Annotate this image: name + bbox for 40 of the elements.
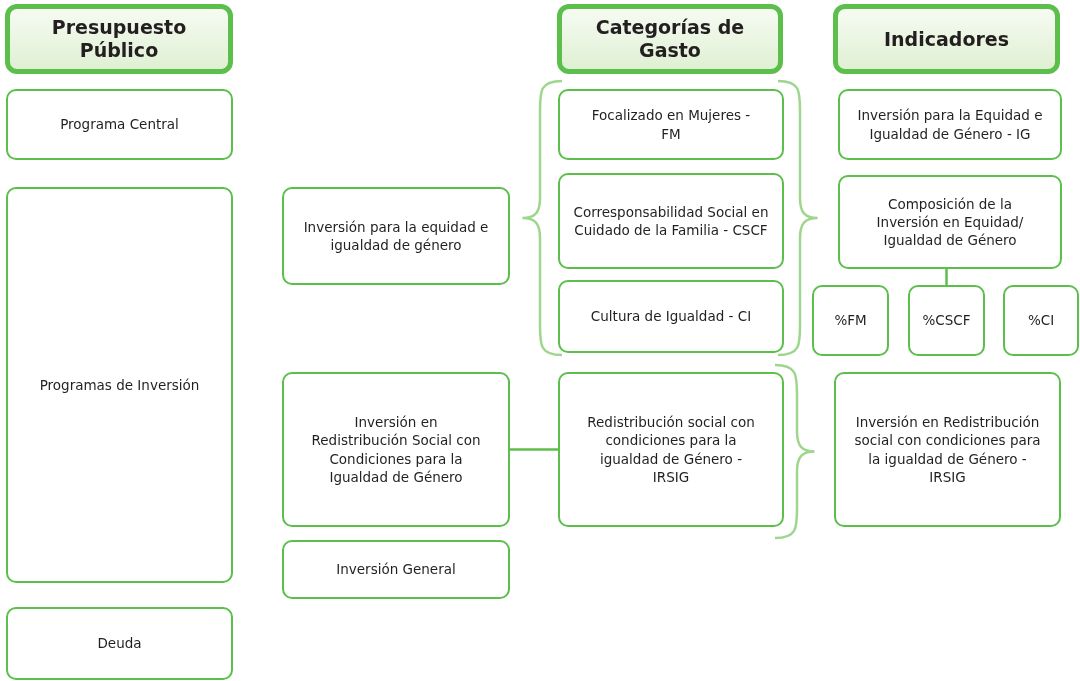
category-box <box>6 187 233 583</box>
category-box <box>558 280 784 353</box>
box-label: Inversión para la Equidad e Igualdad de Género - IG <box>856 106 1044 143</box>
box-label: Deuda <box>97 634 142 653</box>
category-box <box>838 175 1062 269</box>
box-label: %FM <box>834 311 867 330</box>
box-label: Composición de la Inversión en Equidad/ Igualdad de Género <box>875 194 1025 250</box>
category-box <box>908 285 985 356</box>
header-box <box>557 4 783 74</box>
header-label: Categorías de Gasto <box>594 16 746 62</box>
box-label: Cultura de Igualdad - CI <box>590 307 752 326</box>
header-box <box>5 4 233 74</box>
header-label: Indicadores <box>884 27 1009 51</box>
category-box <box>558 372 784 527</box>
connector-line <box>510 448 558 451</box>
box-label: Programa Central <box>60 115 179 134</box>
category-box <box>838 89 1062 160</box>
category-box <box>1003 285 1079 356</box>
category-box <box>558 173 784 269</box>
category-box <box>282 187 510 285</box>
box-label: %CI <box>1027 311 1055 330</box>
header-label: Presupuesto Público <box>50 16 188 62</box>
category-box <box>812 285 889 356</box>
box-label: %CSCF <box>922 311 971 330</box>
box-label: Corresponsabilidad Social en Cuidado de la Familia - CSCF <box>572 202 770 240</box>
box-label: Focalizado en Mujeres - FM <box>590 106 752 143</box>
box-label: Inversión en Redistribución Social con Condiciones para la Igualdad de Género <box>311 413 481 486</box>
category-box <box>6 607 233 680</box>
category-box <box>6 89 233 160</box>
header-box <box>833 4 1060 74</box>
box-label: Inversión en Redistribución social con condiciones para la igualdad de Género - IRSIG <box>853 413 1042 486</box>
category-box <box>834 372 1061 527</box>
box-label: Inversión General <box>336 560 456 579</box>
category-box <box>282 540 510 599</box>
box-label: Inversión para la equidad e igualdad de género <box>302 217 490 255</box>
box-label: Redistribución social con condiciones para la igualdad de Género - IRSIG <box>586 413 756 486</box>
category-box <box>558 89 784 160</box>
category-box <box>282 372 510 527</box>
box-label: Programas de Inversión <box>39 375 200 395</box>
connector-line <box>945 269 948 285</box>
